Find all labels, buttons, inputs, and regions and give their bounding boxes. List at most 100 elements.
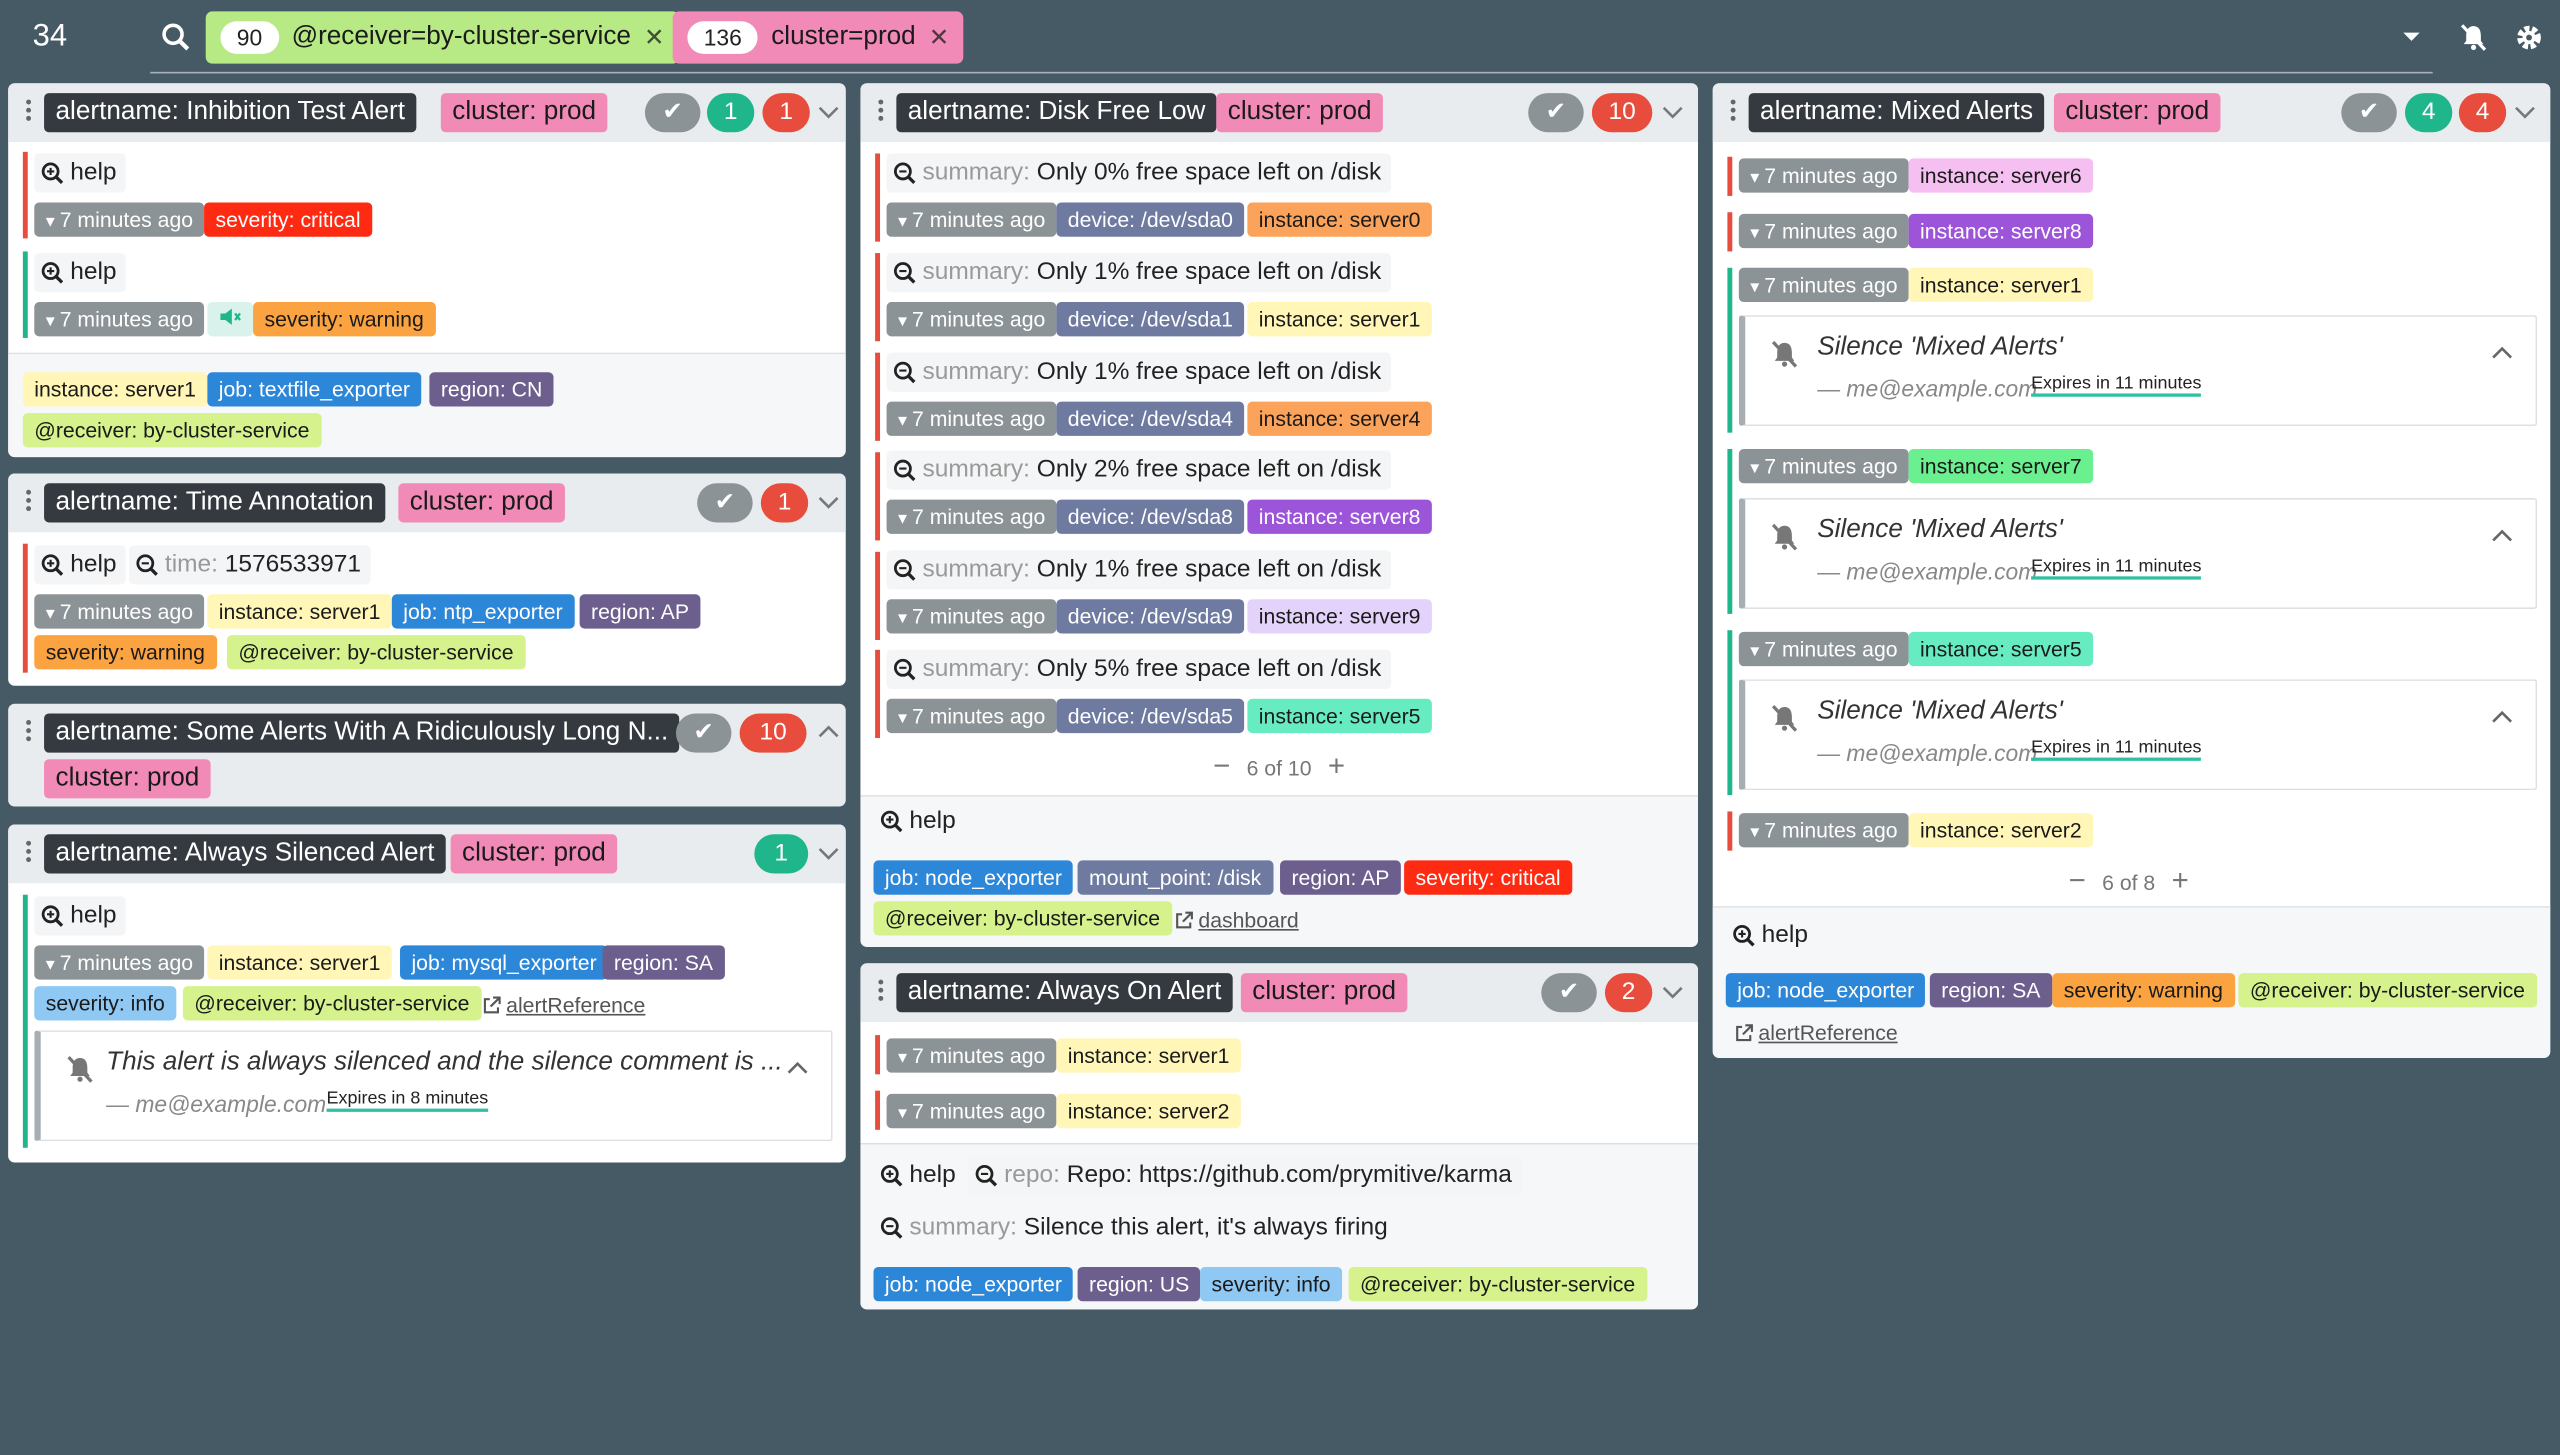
cluster-label[interactable]: cluster: prod — [450, 834, 618, 874]
shared-label[interactable]: @receiver: by-cluster-service — [22, 413, 321, 448]
check-icon[interactable]: ✔ — [2341, 93, 2397, 133]
instance-label[interactable]: instance: server9 — [1247, 599, 1432, 634]
instance-label[interactable]: instance: server5 — [1908, 631, 2094, 667]
chevron-down-icon[interactable] — [2400, 29, 2423, 45]
region-label[interactable]: region: AP — [1280, 860, 1401, 895]
drag-handle-icon[interactable] — [878, 979, 885, 1004]
time-annotation[interactable]: time: 1576533971 — [128, 545, 371, 585]
silence-card[interactable]: Silence 'Mixed Alerts' — me@example.com … — [1738, 679, 2538, 791]
alert-age-dropdown[interactable]: 7 minutes ago — [886, 202, 1057, 237]
instance-label[interactable]: instance: server5 — [1247, 698, 1432, 734]
alertname-label[interactable]: alertname: Always Silenced Alert — [44, 834, 446, 874]
help-annotation[interactable]: help — [873, 802, 965, 841]
chevron-up-icon[interactable] — [818, 725, 839, 738]
device-label[interactable]: device: /dev/sda8 — [1056, 499, 1245, 534]
summary-annotation[interactable]: summary: Only 5% free space left on /dis… — [886, 649, 1391, 689]
inhibited-icon[interactable] — [207, 302, 254, 337]
chevron-down-icon[interactable] — [1662, 986, 1683, 999]
close-icon[interactable]: ✕ — [643, 24, 665, 53]
check-icon[interactable]: ✔ — [644, 93, 701, 133]
instance-label[interactable]: instance: server8 — [1908, 213, 2094, 249]
instance-label[interactable]: instance: server7 — [1908, 448, 2094, 484]
instance-label[interactable]: instance: server1 — [207, 594, 392, 629]
receiver-label[interactable]: @receiver: by-cluster-service — [226, 635, 525, 670]
summary-annotation[interactable]: summary: Only 0% free space left on /dis… — [886, 153, 1391, 193]
drag-handle-icon[interactable] — [26, 720, 33, 744]
alertname-label[interactable]: alertname: Time Annotation — [44, 483, 385, 523]
region-label[interactable]: region: SA — [602, 945, 725, 980]
device-label[interactable]: device: /dev/sda1 — [1056, 302, 1245, 337]
help-annotation[interactable]: help — [34, 896, 127, 936]
job-label[interactable]: job: node_exporter — [873, 860, 1074, 895]
chevron-down-icon[interactable] — [1662, 106, 1683, 119]
alert-age-dropdown[interactable]: 7 minutes ago — [886, 499, 1057, 534]
instance-label[interactable]: instance: server8 — [1247, 499, 1432, 534]
minus-icon[interactable]: − — [1213, 749, 1231, 783]
instance-label[interactable]: instance: server1 — [1908, 267, 2094, 303]
alertname-label[interactable]: alertname: Disk Free Low — [896, 93, 1217, 133]
drag-handle-icon[interactable] — [26, 489, 33, 514]
help-annotation[interactable]: help — [34, 153, 127, 193]
repo-annotation[interactable]: repo: Repo: https://github.com/prymitive… — [968, 1155, 1522, 1196]
alert-age-dropdown[interactable]: 7 minutes ago — [886, 698, 1057, 734]
job-label[interactable]: job: node_exporter — [1725, 973, 1926, 1008]
shared-label[interactable]: job: textfile_exporter — [207, 372, 422, 407]
plus-icon[interactable]: + — [2171, 863, 2189, 897]
plus-icon[interactable]: + — [1327, 749, 1346, 783]
filter-pill-receiver[interactable]: 90@receiver=by-cluster-service✕ — [205, 11, 680, 64]
alert-age-dropdown[interactable]: 7 minutes ago — [1738, 267, 1910, 303]
shared-label[interactable]: region: CN — [429, 372, 554, 407]
chevron-down-icon[interactable] — [818, 106, 839, 119]
region-label[interactable]: region: SA — [1929, 973, 2052, 1008]
chevron-up-icon[interactable] — [2492, 346, 2513, 359]
instance-label[interactable]: instance: server6 — [1908, 158, 2094, 193]
dashboard-link[interactable]: dashboard — [1174, 908, 1299, 932]
job-label[interactable]: job: mysql_exporter — [400, 945, 609, 980]
alert-age-dropdown[interactable]: 7 minutes ago — [1738, 213, 1910, 249]
minus-icon[interactable]: − — [2068, 863, 2086, 897]
drag-handle-icon[interactable] — [26, 840, 33, 865]
alertname-label[interactable]: alertname: Some Alerts With A Ridiculous… — [44, 713, 680, 753]
receiver-label[interactable]: @receiver: by-cluster-service — [1348, 1266, 1647, 1302]
chevron-up-icon[interactable] — [2492, 710, 2513, 723]
drag-handle-icon[interactable] — [1730, 99, 1738, 124]
alert-age-dropdown[interactable]: 7 minutes ago — [1738, 813, 1910, 848]
help-annotation[interactable]: help — [1726, 916, 1818, 955]
silence-card[interactable]: Silence 'Mixed Alerts' — me@example.com … — [1738, 315, 2538, 427]
chevron-down-icon[interactable] — [2514, 106, 2535, 119]
alert-age-dropdown[interactable]: 7 minutes ago — [34, 945, 205, 980]
job-label[interactable]: job: node_exporter — [873, 1266, 1074, 1302]
instance-label[interactable]: instance: server0 — [1247, 202, 1432, 237]
help-annotation[interactable]: help — [873, 1156, 965, 1195]
severity-label[interactable]: severity: critical — [204, 202, 373, 237]
bell-slash-icon[interactable] — [2459, 23, 2488, 52]
instance-label[interactable]: instance: server2 — [1908, 813, 2094, 848]
alert-age-dropdown[interactable]: 7 minutes ago — [886, 302, 1057, 337]
cluster-label[interactable]: cluster: prod — [44, 759, 211, 799]
severity-label[interactable]: severity: warning — [34, 635, 217, 670]
alert-age-dropdown[interactable]: 7 minutes ago — [886, 401, 1057, 436]
shared-label[interactable]: instance: server1 — [22, 372, 208, 407]
summary-annotation[interactable]: summary: Only 1% free space left on /dis… — [886, 253, 1391, 293]
job-label[interactable]: job: ntp_exporter — [391, 594, 575, 629]
gear-icon[interactable] — [2514, 23, 2543, 52]
alertname-label[interactable]: alertname: Inhibition Test Alert — [44, 93, 417, 133]
severity-label[interactable]: severity: warning — [253, 302, 436, 337]
cluster-label[interactable]: cluster: prod — [2053, 93, 2221, 133]
severity-label[interactable]: severity: info — [1200, 1266, 1343, 1302]
alert-age-dropdown[interactable]: 7 minutes ago — [34, 594, 205, 629]
instance-label[interactable]: instance: server1 — [1056, 1038, 1241, 1073]
summary-annotation[interactable]: summary: Only 1% free space left on /dis… — [886, 352, 1391, 392]
cluster-label[interactable]: cluster: prod — [398, 483, 565, 523]
alert-reference-link[interactable]: alertReference — [1734, 1020, 1898, 1045]
instance-label[interactable]: instance: server4 — [1247, 401, 1432, 436]
summary-annotation[interactable]: summary: Only 1% free space left on /dis… — [886, 550, 1391, 590]
alertname-label[interactable]: alertname: Always On Alert — [896, 973, 1233, 1013]
drag-handle-icon[interactable] — [26, 99, 33, 124]
chevron-down-icon[interactable] — [818, 496, 839, 509]
region-label[interactable]: region: AP — [579, 594, 701, 629]
cluster-label[interactable]: cluster: prod — [440, 93, 608, 133]
alert-age-dropdown[interactable]: 7 minutes ago — [34, 202, 205, 237]
check-icon[interactable]: ✔ — [697, 483, 753, 523]
